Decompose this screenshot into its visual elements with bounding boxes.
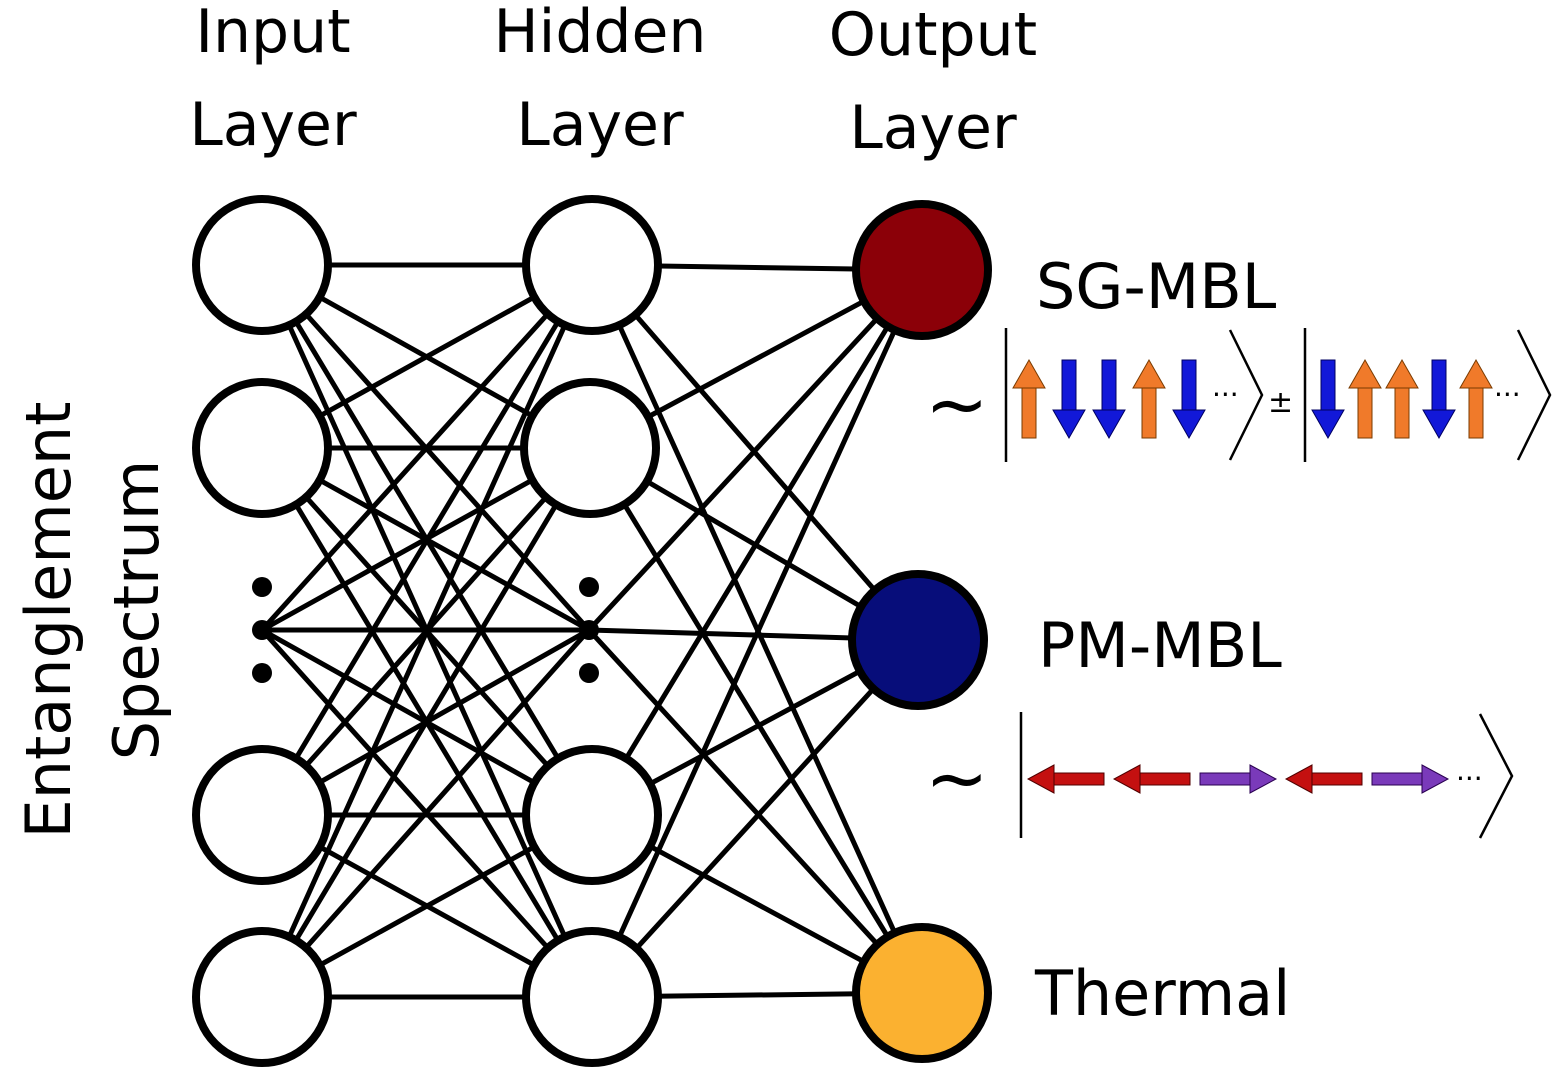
dot: [252, 577, 272, 597]
input-node: [192, 745, 332, 885]
hidden-layer-title-line2: Layer: [516, 90, 684, 160]
spin-right-arrow: [1371, 764, 1450, 794]
dot: [579, 577, 599, 597]
spin-up-arrow: [1012, 358, 1046, 439]
hidden-node: [520, 378, 660, 518]
sg-ket1-angle: [1228, 329, 1264, 461]
input-hidden-edge: [260, 263, 594, 632]
thermal-label: Thermal: [1034, 957, 1290, 1030]
sg-ket1-ellipsis: ···: [1212, 378, 1239, 411]
hidden-node: [522, 195, 662, 335]
hidden-output-edge: [589, 268, 925, 817]
input-layer-title-line1: Input: [195, 0, 350, 67]
spin-right-arrow: [1199, 764, 1278, 794]
pm-ket-angle: [1478, 713, 1514, 839]
spin-up-arrow: [1348, 358, 1382, 439]
sg-ket2-angle: [1516, 329, 1552, 461]
hidden-layer-title-line1: Hidden: [494, 0, 707, 67]
input-node: [192, 927, 332, 1067]
output-layer-title-line1: Output: [829, 0, 1037, 70]
hidden-output-edge: [587, 268, 924, 632]
spin-left-arrow: [1284, 764, 1363, 794]
spin-left-arrow: [1026, 764, 1105, 794]
hidden-node: [522, 927, 662, 1067]
sg-mbl-state: ~ ··· ± ···: [925, 328, 1552, 462]
dot: [252, 620, 272, 640]
input-ellipsis-dots: [252, 577, 272, 683]
output-node-pm: [848, 570, 988, 710]
hidden-node: [522, 745, 662, 885]
spin-up-arrow: [1385, 358, 1419, 439]
spin-down-arrow: [1092, 359, 1126, 440]
hidden-ellipsis-dots: [579, 577, 599, 683]
dot: [252, 663, 272, 683]
sg-ket2-ellipsis: ···: [1494, 378, 1521, 411]
spin-up-arrow: [1132, 358, 1166, 439]
network-nodes: [192, 195, 992, 1067]
side-title-line2: Spectrum: [100, 460, 173, 760]
pm-mbl-label: PM-MBL: [1038, 609, 1282, 682]
hidden-output-edge: [587, 446, 925, 995]
dot: [579, 663, 599, 683]
pm-ket-spins: [1026, 764, 1450, 794]
sg-plus-minus: ±: [1268, 385, 1293, 420]
output-layer-title-line2: Layer: [849, 93, 1017, 163]
dot: [579, 620, 599, 640]
hidden-output-edge: [587, 628, 924, 995]
output-node-sg: [852, 200, 992, 340]
input-layer-title-line2: Layer: [189, 90, 357, 160]
hidden-output-edge: [590, 638, 920, 999]
pm-mbl-state: ~ ···: [925, 712, 1514, 839]
input-hidden-edge: [260, 628, 594, 999]
spin-down-arrow: [1311, 359, 1345, 440]
side-title-line1: Entanglement: [12, 402, 85, 839]
spin-left-arrow: [1112, 764, 1191, 794]
input-node: [192, 378, 332, 518]
pm-tilde: ~: [925, 733, 989, 822]
spin-down-arrow: [1052, 359, 1086, 440]
input-node: [192, 195, 332, 335]
sg-tilde: ~: [925, 359, 989, 448]
sg-ket1-spins: [1012, 358, 1206, 440]
sg-mbl-label: SG-MBL: [1036, 250, 1277, 323]
output-node-thermal: [852, 923, 992, 1063]
spin-down-arrow: [1422, 359, 1456, 440]
spin-up-arrow: [1459, 358, 1493, 439]
pm-ket-ellipsis: ···: [1456, 762, 1483, 795]
spin-down-arrow: [1172, 359, 1206, 440]
sg-ket2-spins: [1311, 358, 1493, 440]
